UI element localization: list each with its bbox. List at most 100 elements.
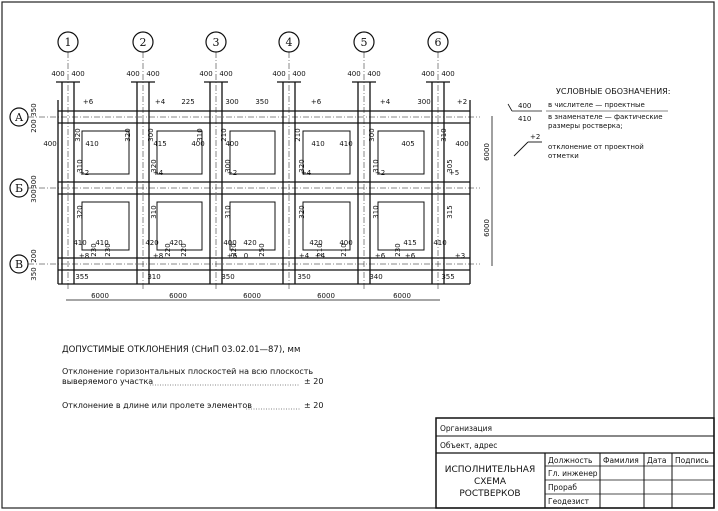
legend-line-2: в знаменателе — фактические [548, 113, 663, 121]
row-b-low-2: 310 [224, 205, 232, 218]
top-offset-right-6: 400 [441, 70, 454, 78]
left-dim-b-1: 300 [30, 175, 38, 188]
top-offset-left-6: 400 [421, 70, 434, 78]
row-c-top-6: 420 [309, 239, 322, 247]
legend: УСЛОВНЫЕ ОБОЗНАЧЕНИЯ: 400 410 в числител… [507, 87, 670, 160]
row-c-top-1: 410 [95, 239, 108, 247]
tolerances-heading: ДОПУСТИМЫЕ ОТКЛОНЕНИЯ (СНиП 03.02.01—87)… [62, 345, 300, 355]
axis-a-label: А [15, 111, 24, 124]
cell-opening-3-2 [229, 201, 276, 251]
span-1-2: 6000 [91, 292, 109, 300]
organization-label: Организация [440, 424, 492, 433]
col-sign: Подпись [675, 456, 709, 465]
row-b-top-5: +5 [449, 169, 459, 177]
row-b-top-0: +2 [79, 169, 89, 177]
axis-6-label: 6 [435, 36, 442, 49]
row-b-low-0: 320 [76, 205, 84, 218]
title-block-text: Организация Объект, адрес ИСПОЛНИТЕЛЬНАЯ… [440, 424, 709, 506]
row-c-low-4: 220 [230, 243, 238, 256]
tolerance-1-line-2: выверяемого участка [62, 377, 153, 386]
row-c-low-8: 230 [394, 243, 402, 256]
row-b-mid-0: 310 [76, 159, 84, 172]
row-a-inner-4: 400 [225, 140, 238, 148]
row-c-bottom-3: 350 [297, 273, 310, 281]
row-a-mid-4: 300 [368, 128, 376, 141]
row-a-top-1: +4 [155, 98, 166, 106]
axis-1-bubble: 1 [57, 31, 79, 53]
tolerance-2-value: ± 20 [304, 401, 323, 410]
row-axes: А Б В [9, 107, 29, 274]
row-c-low-6: 210 [316, 243, 324, 256]
span-4-5: 6000 [317, 292, 335, 300]
axis-6-bubble: 6 [427, 31, 449, 53]
legend-line-3: размеры ростверка; [548, 122, 623, 130]
row-a-mid-6: 320 [124, 128, 132, 141]
tolerance-1-line-1: Отклонение горизонтальных плоскостей на … [62, 367, 313, 376]
left-dim-c-1: 200 [30, 249, 38, 262]
row-c-top-4: 400 [223, 239, 236, 247]
row-foreman: Прораб [548, 483, 577, 492]
cell-opening-5-1 [377, 130, 425, 175]
row-c-low-0: 230 [90, 243, 98, 256]
axis-2-bubble: 2 [132, 31, 154, 53]
row-c-top-3: 420 [169, 239, 182, 247]
row-c-mark-4: +4 [299, 252, 310, 260]
bottom-span-dimensions: 6000 6000 6000 6000 6000 [66, 292, 440, 301]
row-b-mid-4: 310 [372, 159, 380, 172]
row-c-mark-3: 0 [244, 252, 248, 260]
row-a-inner-8: 400 [455, 140, 468, 148]
row-b-mid-3: 320 [298, 159, 306, 172]
top-offset-right-3: 400 [219, 70, 232, 78]
row-c-bottom-0: 355 [75, 273, 88, 281]
row-b-top-4: +2 [375, 169, 385, 177]
axis-5-label: 5 [361, 36, 368, 49]
span-a-b: 6000 [483, 143, 491, 161]
col-date: Дата [647, 456, 666, 465]
legend-mark-value: +2 [530, 133, 540, 141]
cell-opening-1-2 [81, 201, 130, 251]
row-chief-engineer: Гл. инженер [548, 469, 598, 478]
legend-mark-line-2: отметки [548, 152, 579, 160]
row-c-mark-2: +6 [227, 252, 238, 260]
row-b-low-1: 310 [150, 205, 158, 218]
legend-line-1: в числителе — проектные [548, 101, 645, 109]
col-position: Должность [548, 456, 592, 465]
row-c-mark-0: +8 [79, 252, 89, 260]
span-2-3: 6000 [169, 292, 187, 300]
row-c-low-1: 230 [104, 243, 112, 256]
row-a-top-7: 300 [417, 98, 430, 106]
span-5-6: 6000 [393, 292, 411, 300]
row-a-mid-2: 210 [220, 128, 228, 141]
axis-1-label: 1 [65, 36, 72, 49]
tolerance-1-value: ± 20 [304, 377, 323, 386]
cell-opening-2-2 [156, 201, 203, 251]
left-dim-a-1: 350 [30, 103, 38, 116]
tolerance-2-text: Отклонение в длине или пролете элементов [62, 401, 252, 410]
row-b-low-3: 320 [298, 205, 306, 218]
row-a-top-3: 300 [225, 98, 238, 106]
legend-title: УСЛОВНЫЕ ОБОЗНАЧЕНИЯ: [556, 87, 670, 96]
axis-c-label: В [15, 258, 23, 271]
row-b-top-3: +4 [301, 169, 312, 177]
row-c-top-9: 410 [433, 239, 446, 247]
axis-3-label: 3 [213, 36, 220, 49]
left-dim-b-2: 300 [30, 189, 38, 202]
cell-opening-5-2 [377, 201, 425, 251]
row-a-top-0: +6 [83, 98, 94, 106]
tolerances: ДОПУСТИМЫЕ ОТКЛОНЕНИЯ (СНиП 03.02.01—87)… [62, 345, 323, 410]
legend-sample-top: 400 [518, 102, 531, 110]
axis-c-bubble: В [9, 254, 29, 274]
row-b-top-1: +4 [153, 169, 164, 177]
top-offset-left-1: 400 [51, 70, 64, 78]
column-axes: 1 2 3 4 5 6 [57, 31, 449, 53]
row-a-top-6: +4 [380, 98, 391, 106]
row-a-inner-2: 415 [153, 140, 166, 148]
title-line-1: ИСПОЛНИТЕЛЬНАЯ [445, 465, 535, 475]
legend-mark-line-1: отклонение от проектной [548, 143, 644, 151]
row-c-bottom-4: 340 [369, 273, 382, 281]
axis-b-bubble: Б [9, 178, 29, 198]
foundation-plan [28, 52, 480, 290]
